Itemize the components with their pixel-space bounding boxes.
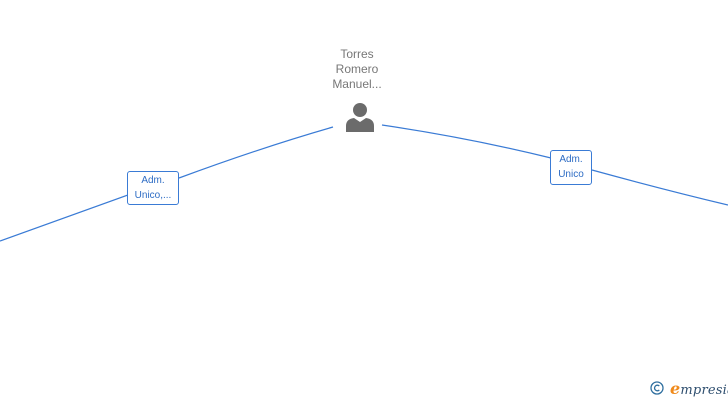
brand-initial: e — [670, 378, 681, 398]
role-badge-line: Unico,... — [134, 190, 172, 201]
edge-right — [381, 124, 728, 206]
person-name-line: Torres — [340, 47, 374, 61]
person-name-line: Manuel... — [332, 77, 382, 91]
person-name-line: Romero — [335, 62, 379, 76]
role-badge-line: Adm. — [559, 154, 583, 165]
brand-name: empresia — [670, 379, 728, 398]
role-badge-left[interactable]: Adm. Unico,... — [127, 171, 179, 205]
copyright-icon — [650, 381, 664, 395]
role-badge-line: Adm. — [141, 175, 165, 186]
person-silhouette-icon[interactable] — [344, 102, 376, 132]
edge-left — [0, 126, 334, 242]
role-badge-right[interactable]: Adm. Unico — [550, 150, 592, 185]
brand-watermark: empresia — [650, 378, 728, 398]
person-name-label[interactable]: Torres Romero Manuel... — [307, 47, 407, 92]
brand-rest: mpresia — [680, 382, 728, 398]
role-badge-line: Unico — [558, 169, 584, 180]
